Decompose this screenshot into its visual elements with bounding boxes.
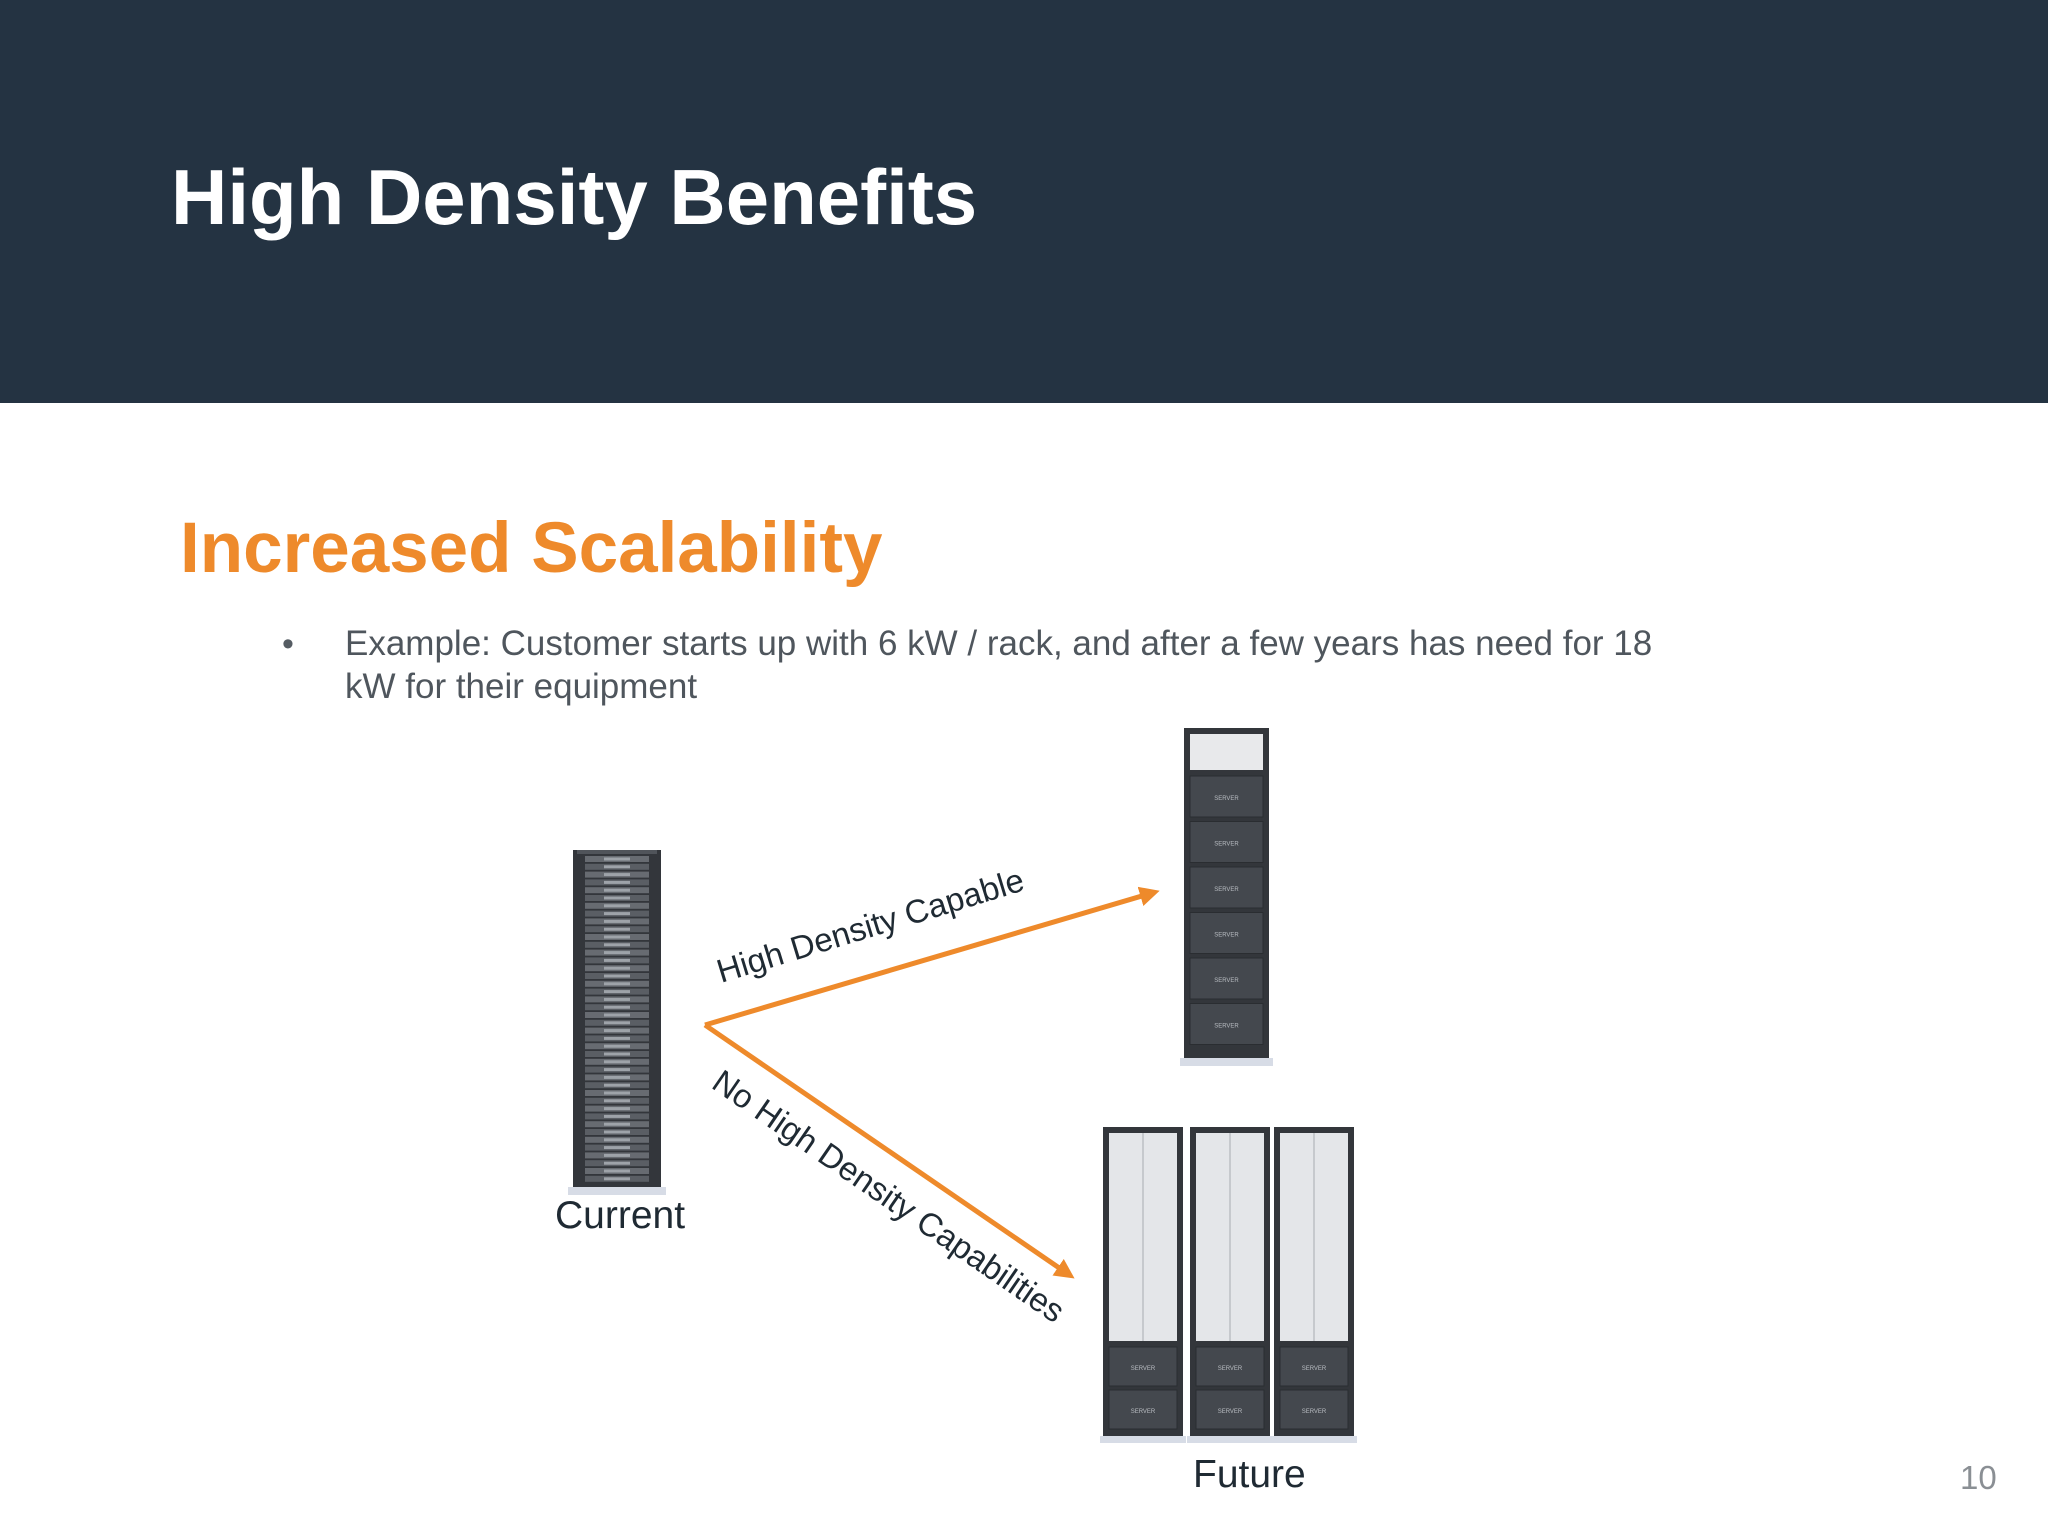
svg-text:SERVER: SERVER [1214,796,1239,802]
current-rack [568,850,666,1195]
section-subtitle: Increased Scalability [180,509,883,588]
svg-text:SERVER: SERVER [1214,887,1239,893]
svg-text:SERVER: SERVER [1214,933,1239,939]
no-high-density-arrow [703,1022,1075,1279]
svg-text:SERVER: SERVER [1131,1366,1156,1372]
svg-text:SERVER: SERVER [1218,1366,1243,1372]
svg-text:SERVER: SERVER [1214,1024,1239,1030]
future-high-density-rack: SERVER SERVER SERVER SERVER SERVER SERVER [1180,728,1273,1066]
future-label: Future [1193,1453,1306,1496]
svg-text:SERVER: SERVER [1214,978,1239,984]
svg-text:SERVER: SERVER [1218,1409,1243,1415]
high-density-arrow [704,886,1160,1028]
bullet-text: Example: Customer starts up with 6 kW / … [345,624,1653,706]
current-label: Current [555,1194,686,1237]
arrow-up-label: High Density Capable [712,861,1028,990]
slide-title: High Density Benefits [171,153,978,241]
svg-text:SERVER: SERVER [1302,1366,1327,1372]
bullet-icon: • [282,625,294,663]
page-number: 10 [1960,1459,1997,1496]
svg-text:SERVER: SERVER [1214,842,1239,848]
svg-text:SERVER: SERVER [1302,1409,1327,1415]
header-bar [0,0,2048,403]
svg-text:SERVER: SERVER [1131,1409,1156,1415]
arrow-down-label: No High Density Capabilities [706,1062,1072,1329]
future-three-racks: SERVER SERVER SERVER SERVER SERVER SERVER [1100,1127,1357,1443]
